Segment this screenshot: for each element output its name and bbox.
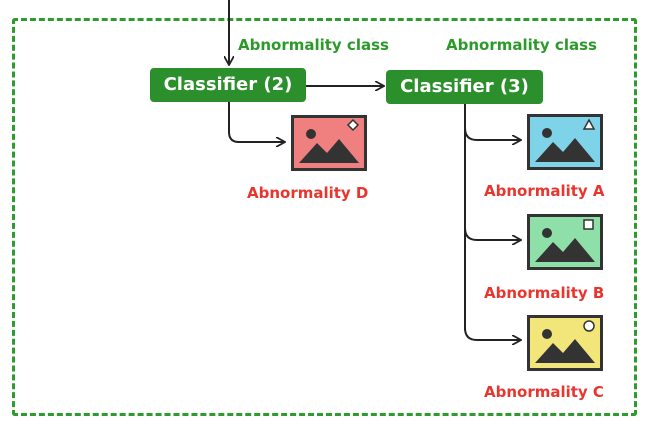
classifier3-to-b-arrow xyxy=(464,227,520,240)
abnormality-class-label-left: Abnormality class xyxy=(238,36,389,54)
classifier-3-node: Classifier (3) xyxy=(386,70,543,104)
classifier3-to-c-arrow xyxy=(464,327,520,340)
image-icon-b xyxy=(527,214,603,270)
classifier2-to-d-arrow xyxy=(228,102,284,142)
dashed-group-border xyxy=(12,18,637,416)
image-icon-a xyxy=(527,114,603,170)
image-icon-d xyxy=(291,115,367,171)
classifier3-to-a-arrow xyxy=(464,127,520,140)
image-icon-c xyxy=(527,315,603,371)
abnormality-a-label: Abnormality A xyxy=(484,182,605,200)
classifier-2-node: Classifier (2) xyxy=(150,68,306,102)
abnormality-d-label: Abnormality D xyxy=(247,184,369,202)
abnormality-c-label: Abnormality C xyxy=(484,383,604,401)
abnormality-b-label: Abnormality B xyxy=(484,284,605,302)
abnormality-class-label-right: Abnormality class xyxy=(446,36,597,54)
